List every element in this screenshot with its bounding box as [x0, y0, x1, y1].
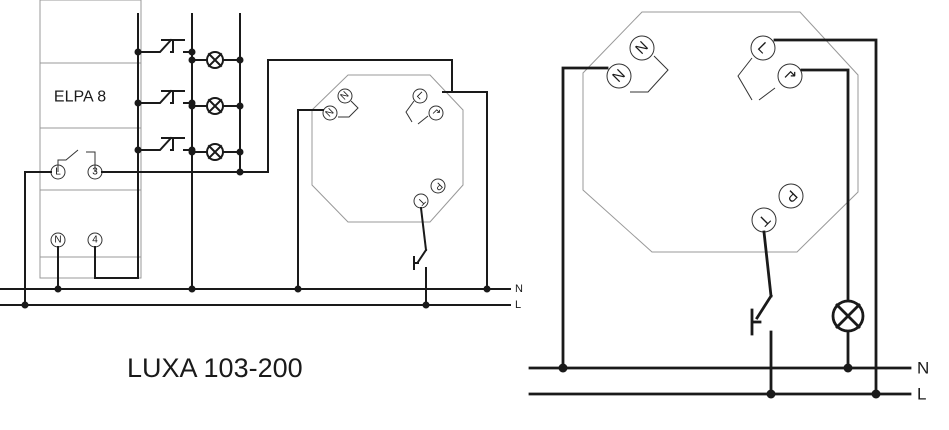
relay-name-label: ELPA 8: [54, 89, 106, 106]
right-junction-lamp: [843, 363, 853, 373]
left-pushbutton-t: [413, 248, 428, 306]
left-sensor-terminal-n2: [337, 88, 353, 104]
left-diagram: ELPA 8 L 3 N 4 N L: [0, 0, 523, 383]
left-sensor-terminal-p: [430, 178, 446, 194]
left-sensor-terminal-output: [428, 105, 444, 121]
right-sensor-terminal-n2-label: N: [632, 38, 652, 58]
left-sensor-terminal-p-label: P: [432, 180, 445, 193]
elpa8-relay-module: ELPA 8 L 3 N 4: [39, 0, 142, 279]
right-junction-n: [558, 363, 568, 373]
pushbuttons: [137, 38, 193, 151]
right-sensor-terminal-n1: [606, 63, 632, 89]
relay-terminal-3-label: 3: [92, 167, 98, 178]
left-sensor-relay-contact: [405, 100, 429, 125]
right-lamp-icon: [831, 299, 865, 333]
right-sensor-relay-contact: [737, 57, 776, 101]
left-sensor-terminal-l-label: L: [414, 90, 426, 102]
right-sensor-wiring: [561, 38, 878, 396]
lamps-column: [191, 51, 241, 161]
right-sensor-terminal-l: [750, 35, 776, 61]
relay-terminal-4-label: 4: [92, 235, 98, 246]
left-sensor-terminal-n2-label: N: [339, 90, 352, 103]
left-sensor-terminal-l: [412, 88, 428, 104]
right-junction-button: [766, 389, 776, 399]
right-sensor-terminal-n1-label: N: [609, 66, 629, 86]
right-sensor-terminal-p: [778, 183, 804, 209]
right-bus-n-label: N: [917, 359, 929, 378]
right-sensor-housing: [582, 11, 859, 253]
left-bus-l-label: L: [515, 299, 521, 311]
right-pushbutton: [750, 294, 773, 396]
relay-terminal-l-label: L: [55, 167, 61, 178]
right-sensor-output-arrow-icon: ↱: [780, 66, 801, 87]
left-sensor-wiring: [297, 91, 488, 306]
right-diagram: N L N N L ↱ P T: [528, 11, 929, 404]
relay-contact-symbol: [57, 149, 96, 172]
left-diagram-caption: LUXA 103-200: [127, 353, 303, 383]
left-sensor: N N L ↱ P T: [311, 74, 464, 223]
right-junction-l: [871, 389, 881, 399]
left-junctions: [21, 48, 491, 309]
relay-terminal-n-label: N: [54, 235, 61, 246]
right-bus-l-label: L: [917, 385, 926, 404]
left-sensor-housing: [311, 74, 464, 223]
left-sensor-terminal-n1-label: N: [324, 107, 337, 120]
right-sensor-terminal-l-label: L: [754, 39, 772, 57]
right-sensor-terminal-p-label: P: [781, 186, 800, 205]
right-sensor-terminal-n2: [629, 35, 655, 61]
left-bus-n-label: N: [515, 283, 523, 295]
right-sensor-terminal-t-label: T: [755, 211, 774, 230]
left-sensor-terminal-t-label: T: [415, 195, 427, 207]
right-sensor-terminal-output: [777, 63, 803, 89]
left-sensor-terminal-n1: [322, 105, 338, 121]
